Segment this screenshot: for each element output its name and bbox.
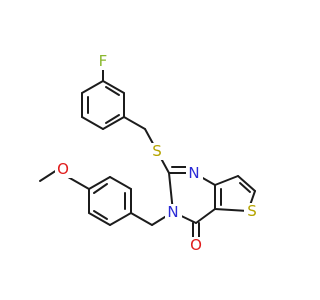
bond-o-ch3 xyxy=(39,169,58,182)
atom-o-carbonyl-label: O xyxy=(187,236,204,254)
bond xyxy=(88,212,111,226)
atom-f-label: F xyxy=(95,52,111,70)
fluorophenyl-ring xyxy=(81,80,125,130)
atom-n3-label: N xyxy=(165,203,182,221)
methoxyphenyl-ring xyxy=(88,176,132,226)
bond xyxy=(130,212,153,226)
bond xyxy=(102,116,125,130)
methoxy-oxygen-atom: O xyxy=(57,160,69,178)
bond xyxy=(81,116,104,130)
molecule-structure: F S N N S O O xyxy=(39,52,260,254)
atom-s1-label: S xyxy=(149,142,165,160)
bond xyxy=(109,212,132,226)
bond xyxy=(102,80,125,94)
double-bond-inner xyxy=(93,210,108,220)
bond-c-o-methoxy xyxy=(67,176,90,190)
bond xyxy=(88,176,111,190)
atom-s2-label: S xyxy=(244,202,260,220)
carbonyl-oxygen-atom: O xyxy=(190,236,202,254)
bond xyxy=(81,80,104,94)
fluorine-atom: F xyxy=(99,52,108,70)
double-bond-inner xyxy=(105,114,120,124)
lactam-nitrogen-atom: N xyxy=(167,203,178,221)
bond xyxy=(214,175,239,186)
atom-o-methoxy-label: O xyxy=(55,160,72,178)
bond xyxy=(123,116,146,130)
pyrimidine-nitrogen-atom: N xyxy=(188,164,199,182)
thioether-sulfur-atom: S xyxy=(152,142,162,160)
atom-n1-label: N xyxy=(186,164,203,182)
bond xyxy=(214,208,249,212)
bond xyxy=(195,208,216,224)
double-bond-inner xyxy=(239,182,251,193)
double-bond-inner xyxy=(93,183,108,194)
thiophene-sulfur-atom: S xyxy=(247,202,257,220)
bond xyxy=(109,176,132,190)
bond xyxy=(237,175,256,192)
double-bond-inner xyxy=(105,86,120,96)
